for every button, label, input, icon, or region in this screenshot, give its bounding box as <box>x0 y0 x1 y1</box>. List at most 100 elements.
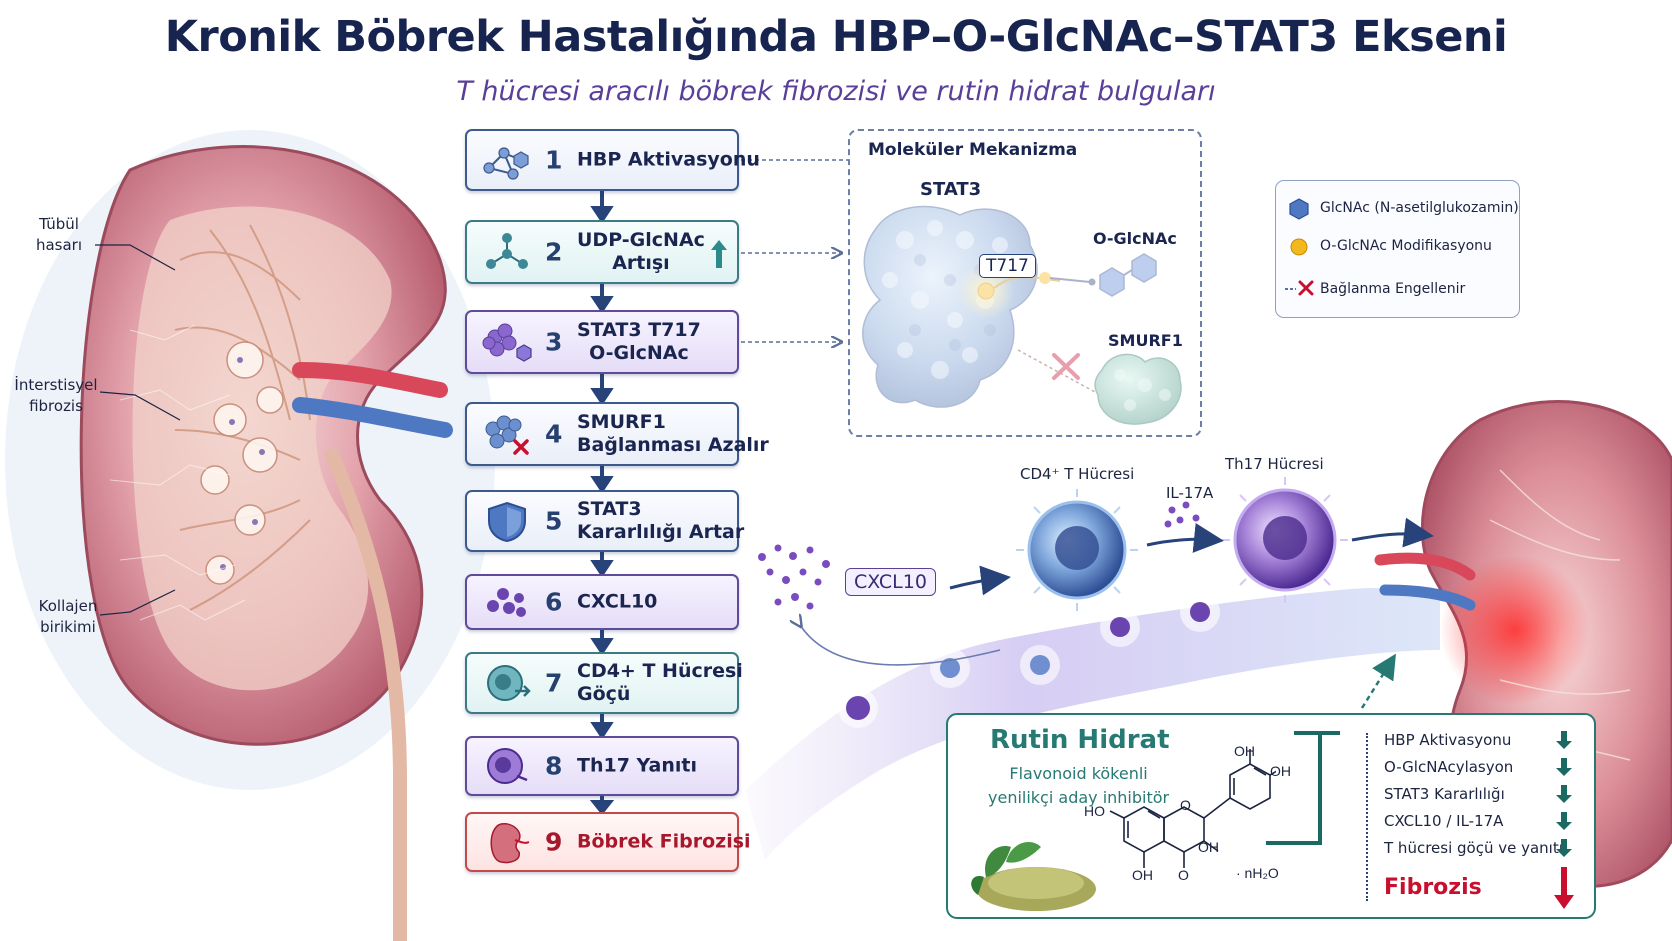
il17a-particles <box>1164 501 1200 528</box>
herb-powder-illustration <box>971 842 1096 911</box>
effect-t-cell: T hücresi göçü ve yanıtı <box>1384 839 1563 857</box>
o-glcnac-label: O-GlcNAc <box>1093 229 1177 248</box>
red-x-icon <box>1285 280 1314 296</box>
step-3-label: STAT3 T717 O-GlcNAc <box>577 319 701 364</box>
step-6-cxcl10: 6 CXCL10 <box>465 574 739 630</box>
hbp-network-icon <box>483 147 529 180</box>
step-6-number: 6 <box>545 587 563 617</box>
step-3-number: 3 <box>545 327 563 357</box>
step-5-label: STAT3 Kararlılığı Artar <box>577 498 745 543</box>
rutin-hidrat-panel: Rutin Hidrat Flavonoid kökenli yenilikçi… <box>946 713 1596 919</box>
step-7-label: CD4+ T Hücresi Göçü <box>577 660 743 705</box>
step-4-smurf1: 4 SMURF1 Bağlanması Azalır <box>465 402 769 466</box>
step-8-number: 8 <box>545 751 563 781</box>
label-interstisyel-fibrozis: İnterstisyel fibrozis <box>14 376 98 415</box>
kidney-label-leaders <box>95 244 181 616</box>
chem-hydrate: · nH₂O <box>1236 865 1279 881</box>
left-kidney-illustration <box>5 130 495 941</box>
step-8-th17: 8 Th17 Yanıtı <box>465 736 739 796</box>
down-arrow-icon <box>1556 812 1572 830</box>
step-2-number: 2 <box>545 237 563 267</box>
step-7-cd4-goc: 7 CD4+ T Hücresi Göçü <box>465 652 743 714</box>
smurf1-label: SMURF1 <box>1108 331 1183 350</box>
yellow-dot-icon <box>1290 238 1308 256</box>
kidney-icon <box>490 823 530 864</box>
t717-site-badge: T717 <box>979 254 1036 278</box>
chem-oh-lower: OH <box>1198 839 1219 855</box>
step-5-number: 5 <box>545 506 563 536</box>
blood-vessel <box>745 588 1440 860</box>
page-title: Kronik Böbrek Hastalığında HBP–O-GlcNAc–… <box>164 12 1508 62</box>
effect-hbp: HBP Aktivasyonu <box>1384 731 1512 749</box>
effect-cxcl10-il17a: CXCL10 / IL-17A <box>1384 812 1504 830</box>
down-arrow-icon <box>1556 731 1572 749</box>
chem-ho-left: HO <box>1084 803 1105 819</box>
step-3-stat3-t717: 3 STAT3 T717 O-GlcNAc <box>465 310 739 374</box>
legend-item-blocked: Bağlanma Engellenir <box>1320 281 1466 297</box>
rutin-target-arrow <box>1360 653 1396 709</box>
hexagon-icon <box>1289 198 1309 220</box>
page-subtitle: T hücresi aracılı böbrek fibrozisi ve ru… <box>456 76 1216 107</box>
step-6-label: CXCL10 <box>577 590 658 613</box>
step-4-label: SMURF1 Bağlanması Azalır <box>577 411 769 456</box>
cd4-t-cell <box>1016 489 1138 611</box>
molecular-mechanism-panel: Moleküler Mekanizma STAT3 O-GlcNAc SMURF… <box>848 129 1202 437</box>
cd4-cell-label: CD4⁺ T Hücresi <box>1020 465 1135 483</box>
th17-cell-icon <box>487 748 528 784</box>
protein-cluster-icon <box>482 323 532 362</box>
th17-cell-label: Th17 Hücresi <box>1225 455 1324 473</box>
rutin-title: Rutin Hidrat <box>990 725 1170 755</box>
effects-divider <box>1366 733 1370 901</box>
step-9-number: 9 <box>545 827 563 857</box>
step-9-bobrek-fibrozisi: 9 Böbrek Fibrozisi <box>465 812 751 872</box>
step-flow-arrows <box>589 191 615 816</box>
chem-oh-right: OH <box>1270 763 1291 779</box>
step-1-label: HBP Aktivasyonu <box>577 148 760 171</box>
effect-fibrozis: Fibrozis <box>1384 875 1482 900</box>
step-1-number: 1 <box>545 145 563 175</box>
legend-item-glcnac: GlcNAc (N-asetilglukozamin) <box>1320 200 1519 216</box>
inhibition-bracket <box>1266 731 1340 845</box>
down-arrow-icon <box>1556 785 1572 803</box>
red-down-arrow-icon <box>1554 867 1574 909</box>
cell-flow-arrows <box>949 517 1434 596</box>
label-tubul-hasari: Tübül hasarı <box>35 215 83 254</box>
molecule-icon <box>486 233 528 269</box>
cxcl10-particles <box>758 544 830 610</box>
step-4-number: 4 <box>545 419 563 449</box>
step-9-label: Böbrek Fibrozisi <box>577 830 751 853</box>
increase-arrow-icon <box>711 240 727 268</box>
step-2-label: UDP-GlcNAc Artışı <box>577 229 705 274</box>
effect-stat3: STAT3 Kararlılığı <box>1384 785 1505 803</box>
mechanism-connectors <box>741 159 848 342</box>
cxcl10-badge: CXCL10 <box>845 568 936 596</box>
decrease-arrows <box>1556 731 1572 857</box>
mechanism-title: Moleküler Mekanizma <box>868 140 1078 160</box>
step-8-label: Th17 Yanıtı <box>577 754 698 777</box>
stat3-label: STAT3 <box>920 179 982 200</box>
label-kollajen-birikimi: Kollajen birikimi <box>38 597 98 636</box>
legend-item-o-glcnac: O-GlcNAc Modifikasyonu <box>1320 238 1492 254</box>
step-1-hbp-aktivasyonu: 1 HBP Aktivasyonu <box>465 129 760 191</box>
cell-migration-icon <box>487 665 531 701</box>
th17-cell <box>1222 477 1348 603</box>
chem-oh-top: OH <box>1234 743 1255 759</box>
step-7-number: 7 <box>545 668 563 698</box>
chemokine-dots-icon <box>487 588 526 617</box>
shield-icon <box>488 501 526 543</box>
down-arrow-icon <box>1556 839 1572 857</box>
down-arrow-icon <box>1556 758 1572 776</box>
rutin-description: Flavonoid kökenli yenilikçi aday inhibit… <box>988 764 1170 807</box>
chem-keto-oxygen: O <box>1178 867 1189 883</box>
legend-panel: GlcNAc (N-asetilglukozamin) O-GlcNAc Mod… <box>1275 180 1520 318</box>
step-5-stat3-kararliligi: 5 STAT3 Kararlılığı Artar <box>465 490 744 552</box>
chem-ring-oxygen: O <box>1180 797 1191 813</box>
chem-oh-bottom: OH <box>1132 867 1153 883</box>
step-2-udp-glcnac: 2 UDP-GlcNAc Artışı <box>465 220 739 284</box>
effect-o-glcnacylasyon: O-GlcNAcylasyon <box>1384 758 1514 776</box>
rutin-chemical-structure <box>1109 749 1276 868</box>
il17a-label: IL-17A <box>1166 484 1214 502</box>
blocked-protein-icon <box>485 415 529 455</box>
